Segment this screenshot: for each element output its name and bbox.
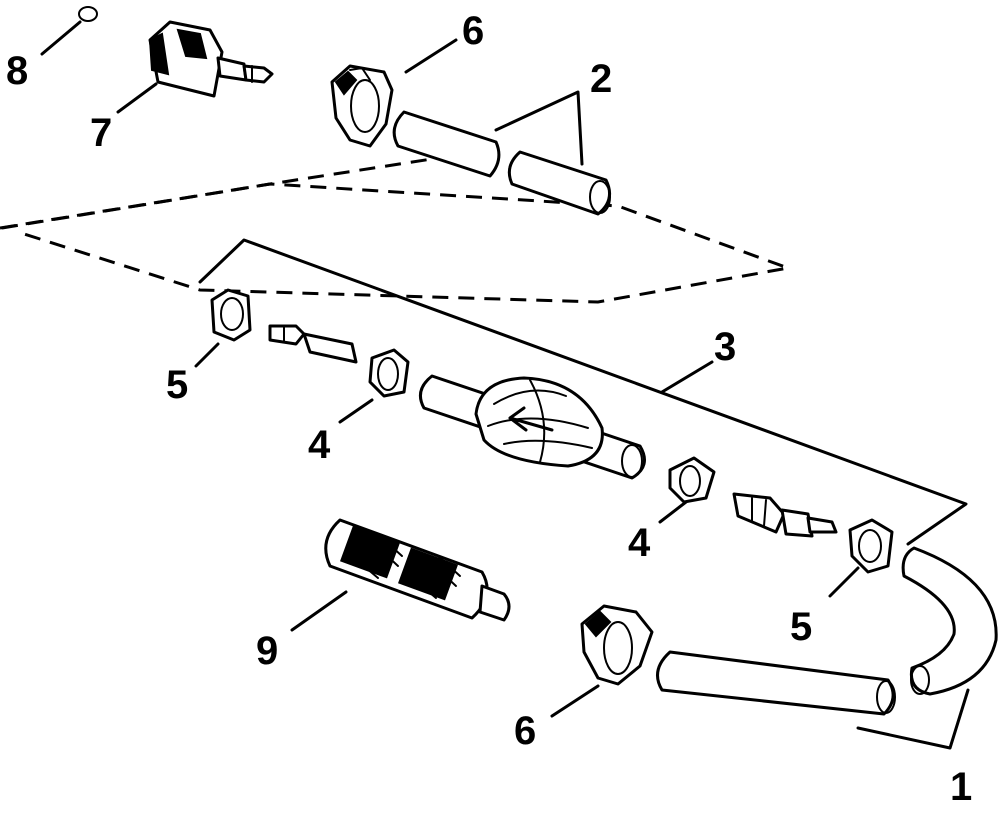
upper-group-dashed-outline-path: [1, 182, 794, 304]
callout-4-right: 4: [628, 521, 651, 565]
clamp-right-part: [848, 518, 894, 574]
connector-part: [148, 20, 274, 98]
callout-5-right: 5: [790, 605, 812, 649]
clip-right-part: [668, 456, 716, 504]
leader-3: [660, 360, 714, 394]
callout-3: 3: [714, 325, 736, 369]
callout-9: 9: [256, 629, 278, 673]
filter-part: [324, 518, 511, 622]
leader-6-lower: [550, 684, 600, 718]
tie-strap-lower-part: [580, 604, 654, 686]
clip-left-part: [368, 348, 410, 398]
o-ring-part: [78, 6, 98, 22]
callout-6-lower: 6: [514, 709, 536, 753]
callout-2: 2: [590, 57, 612, 101]
callout-8: 8: [6, 49, 28, 93]
callout-6-upper: 6: [462, 9, 484, 53]
leader-9: [290, 590, 348, 632]
clamp-left-part: [210, 288, 252, 342]
primer-bulb-part: [418, 374, 646, 480]
tie-strap-upper-part: [330, 64, 394, 148]
callout-7: 7: [90, 111, 112, 155]
leader-4-right: [658, 500, 688, 524]
barb-fitting-right: [732, 492, 838, 538]
leader-7: [116, 82, 158, 114]
upper-hose-part: [392, 110, 612, 216]
leader-4-left: [338, 398, 374, 424]
callout-5-left: 5: [166, 363, 188, 407]
leader-6-upper: [404, 38, 458, 74]
barb-fitting-left: [268, 324, 358, 364]
leader-8: [40, 20, 82, 56]
callout-4-left: 4: [308, 423, 331, 467]
leader-2: [494, 90, 584, 166]
leader-5-left: [194, 342, 220, 368]
lower-hose-part: [656, 546, 998, 716]
leader-1: [856, 688, 970, 750]
primer-assembly-bracket: [198, 238, 968, 546]
leader-5-right: [828, 566, 860, 598]
callout-1: 1: [950, 765, 972, 809]
